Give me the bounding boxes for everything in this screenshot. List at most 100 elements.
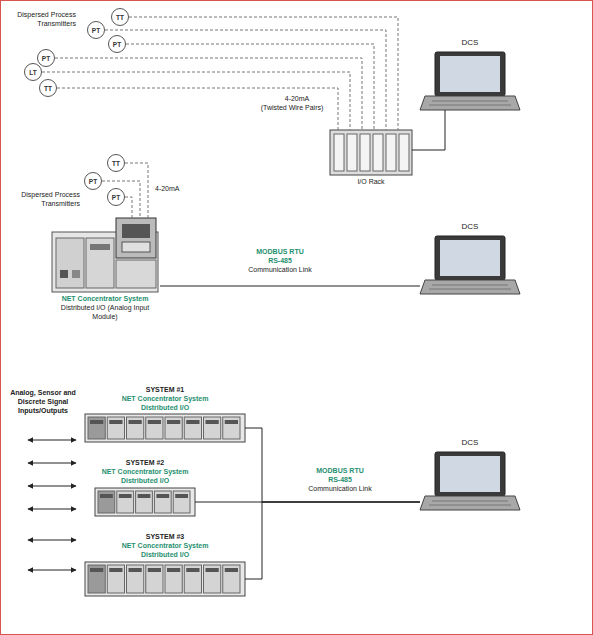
node-text: I/O Rack bbox=[330, 177, 412, 186]
device-module bbox=[223, 565, 240, 593]
io-rack-drawing bbox=[330, 130, 412, 175]
node-text: SYSTEM #3 bbox=[85, 532, 245, 541]
annotation-label: Dispersed Process Transmitters bbox=[18, 190, 80, 208]
equipment-node: SYSTEM #3NET Concentrator System Distrib… bbox=[85, 532, 245, 596]
annotation-label: RS-485 bbox=[285, 475, 395, 484]
device-module bbox=[204, 417, 221, 439]
device-housing bbox=[85, 414, 245, 442]
instrument-tag: PT bbox=[89, 178, 97, 185]
signal-wire bbox=[125, 197, 132, 218]
annotation-label: Communication Link bbox=[285, 484, 395, 493]
transmitter-circle: PT bbox=[108, 35, 126, 53]
annotation-label: 4-20mA bbox=[262, 94, 332, 103]
signal-wire bbox=[55, 58, 362, 130]
node-text: DCS bbox=[420, 222, 520, 232]
laptop-icon bbox=[420, 452, 520, 510]
device-module bbox=[223, 417, 240, 439]
device-module bbox=[184, 417, 201, 439]
signal-wire bbox=[129, 17, 398, 130]
module-strip bbox=[109, 568, 122, 572]
module-strip bbox=[100, 494, 113, 498]
laptop-icon bbox=[420, 236, 520, 294]
system-devices bbox=[85, 414, 245, 596]
equipment-node: DCS bbox=[420, 438, 520, 510]
node-text: NET Concentrator System Distributed I/O bbox=[95, 467, 195, 485]
device-housing bbox=[95, 488, 195, 516]
equipment-node: SYSTEM #1NET Concentrator System Distrib… bbox=[85, 385, 245, 443]
annotation-label: Communication Link bbox=[225, 265, 335, 274]
instrument-tag: PT bbox=[113, 41, 121, 48]
node-text: SYSTEM #2 bbox=[95, 458, 195, 467]
signal-wire bbox=[105, 30, 386, 130]
device-module bbox=[173, 491, 190, 513]
device-module bbox=[127, 565, 144, 593]
module-strip bbox=[129, 568, 142, 572]
module-strip bbox=[186, 568, 199, 572]
node-text: DCS bbox=[420, 438, 520, 448]
signal-wire bbox=[102, 181, 140, 218]
equipment-node: DCS bbox=[420, 38, 520, 110]
communication-link bbox=[245, 502, 420, 579]
module-strip bbox=[148, 420, 161, 424]
device-module bbox=[117, 491, 134, 513]
annotation-label: MODBUS RTU bbox=[285, 466, 395, 475]
device-module bbox=[165, 565, 182, 593]
module-strip bbox=[90, 420, 103, 424]
communication-link bbox=[245, 428, 420, 502]
device-module bbox=[165, 417, 182, 439]
transmitter-circle: TT bbox=[107, 154, 125, 172]
module-strip bbox=[129, 420, 142, 424]
module-strip bbox=[148, 568, 161, 572]
module-strip bbox=[109, 420, 122, 424]
module-strip bbox=[175, 494, 188, 498]
signal-wire bbox=[42, 72, 350, 130]
device-housing bbox=[85, 562, 245, 596]
transmitter-circle: LT bbox=[24, 63, 42, 81]
device-module bbox=[146, 565, 163, 593]
device-module bbox=[184, 565, 201, 593]
module-strip bbox=[167, 420, 180, 424]
module-strip bbox=[167, 568, 180, 572]
laptop-icon bbox=[420, 52, 520, 110]
device-module bbox=[88, 417, 105, 439]
equipment-node: DCS bbox=[420, 222, 520, 294]
transmitter-circle: PT bbox=[107, 188, 125, 206]
node-text: DCS bbox=[420, 38, 520, 48]
module-strip bbox=[138, 494, 151, 498]
transmitter-circle: TT bbox=[39, 79, 57, 97]
signal-wire bbox=[126, 44, 374, 130]
node-text: SYSTEM #1 bbox=[85, 385, 245, 394]
module-strip bbox=[206, 420, 219, 424]
node-text: NET Concentrator System Distributed I/O bbox=[113, 541, 217, 559]
equipment-node: SYSTEM #2NET Concentrator System Distrib… bbox=[95, 458, 195, 518]
equipment-node: I/O Rack bbox=[330, 130, 412, 186]
node-text: Distributed I/O (Analog Input Module) bbox=[50, 303, 160, 321]
annotation-label: (Twisted Wire Pairs) bbox=[252, 103, 332, 112]
device-module bbox=[204, 565, 221, 593]
annotation-label: Dispersed Process Transmitters bbox=[14, 10, 76, 28]
node-text: NET Concentrator System bbox=[50, 294, 160, 303]
annotation-label: MODBUS RTU bbox=[225, 247, 335, 256]
node-text: NET Concentrator System Distributed I/O bbox=[113, 394, 217, 412]
transmitter-circle: TT bbox=[111, 8, 129, 26]
instrument-tag: LT bbox=[29, 69, 36, 76]
device-module bbox=[107, 565, 124, 593]
device-module bbox=[154, 491, 171, 513]
annotation-label: 4-20mA bbox=[155, 184, 195, 193]
device-module bbox=[136, 491, 153, 513]
communication-link bbox=[160, 286, 420, 287]
transmitter-circle: PT bbox=[84, 172, 102, 190]
device-module bbox=[146, 417, 163, 439]
transmitter-circle: PT bbox=[37, 49, 55, 67]
device-module bbox=[98, 491, 115, 513]
annotation-label: RS-485 bbox=[225, 256, 335, 265]
signal-wire bbox=[125, 163, 148, 218]
device-module bbox=[127, 417, 144, 439]
module-strip bbox=[119, 494, 132, 498]
module-strip bbox=[186, 420, 199, 424]
transmitter-circle: PT bbox=[87, 21, 105, 39]
concentrator-drawing bbox=[52, 218, 158, 292]
